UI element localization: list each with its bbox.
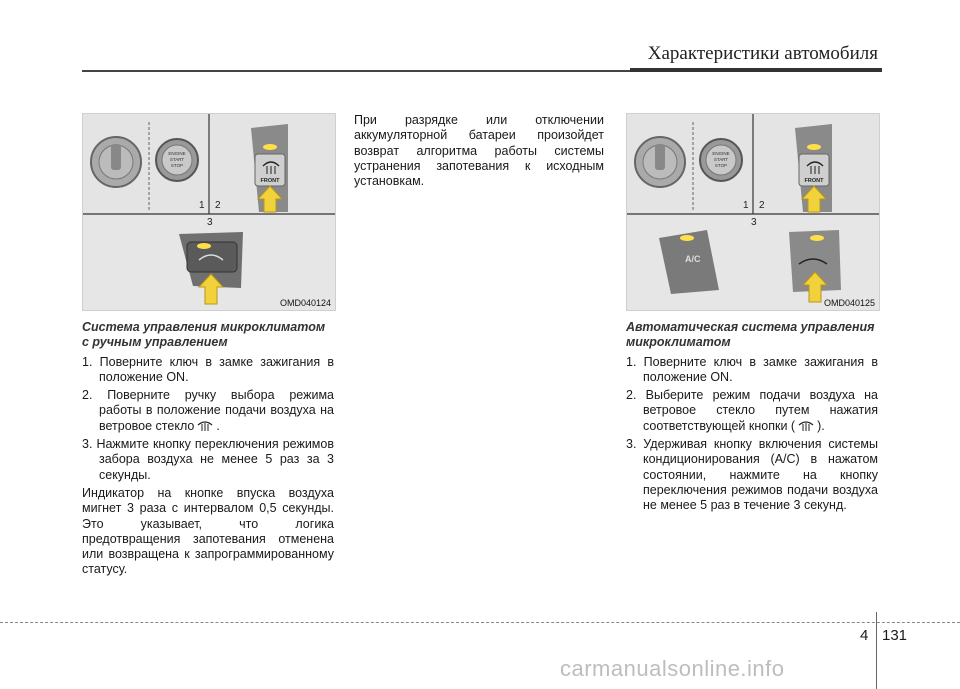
button-text-3: STOP: [171, 163, 183, 168]
battery-note-paragraph: При разрядке или отключении аккумуляторн…: [354, 113, 604, 189]
header-rule-accent: [630, 68, 882, 72]
button-text-3: STOP: [715, 163, 727, 168]
section-heading: Система управления микроклиматом с ручны…: [82, 320, 326, 350]
step-2-suffix: .: [216, 418, 220, 433]
step-3: 3. Удерживая кнопку включения системы ко…: [626, 437, 878, 513]
section-heading: Автоматическая система управления микрок…: [626, 320, 875, 350]
page-header-title: Характеристики автомобиля: [647, 43, 878, 64]
step-2-suffix: ).: [817, 418, 825, 433]
indicator-glow-icon: [263, 144, 277, 150]
figure-code: OMD040125: [823, 298, 875, 308]
label-2: 2: [759, 200, 765, 211]
arrow-up-icon-2: [801, 271, 829, 303]
footer-divider: [876, 612, 877, 689]
step-1: 1. Поверните ключ в замке зажигания в по…: [626, 354, 878, 384]
header-rule: [82, 70, 882, 72]
label-1: 1: [743, 200, 749, 211]
footer-rule: [0, 622, 960, 623]
ac-button-icon: [659, 230, 719, 294]
label-2: 2: [215, 200, 221, 211]
button-text-1: ENGINE: [168, 151, 185, 156]
button-text-2: START: [714, 157, 729, 162]
label-3: 3: [751, 217, 757, 228]
arrow-up-icon-2: [197, 273, 225, 305]
indicator-glow-icon-2: [680, 235, 694, 241]
recirculation-button-icon: [186, 241, 238, 273]
step-1: 1. Поверните ключ в замке зажигания в по…: [82, 354, 334, 384]
step-2: 2. Поверните ручку выбора режима работы …: [82, 388, 334, 434]
indicator-glow-icon: [807, 144, 821, 150]
battery-note-section: При разрядке или отключении аккумуляторн…: [354, 113, 604, 189]
step-3: 3. Нажмите кнопку переключения режимов з…: [82, 437, 334, 482]
figure-auto-climate: ENGINE START STOP FRONT 1 2 3 A/C OMD040…: [626, 113, 880, 311]
arrow-up-icon: [256, 185, 284, 213]
arrow-up-icon: [800, 185, 828, 213]
button-text-1: ENGINE: [712, 151, 729, 156]
watermark: carmanualsonline.info: [560, 656, 785, 681]
step-2: 2. Выберите режим подачи воздуха на ветр…: [626, 388, 878, 434]
button-text-2: START: [170, 157, 185, 162]
recirculation-button-icon: [789, 230, 841, 292]
step-2-text: 2. Выберите режим подачи воздуха на ветр…: [626, 388, 878, 433]
windshield-defrost-icon: [798, 421, 814, 431]
front-label: FRONT: [805, 178, 825, 184]
front-label: FRONT: [261, 178, 281, 184]
ac-label: A/C: [685, 254, 701, 264]
auto-climate-illustration: ENGINE START STOP FRONT 1 2 3 A/C: [627, 114, 879, 303]
label-1: 1: [199, 200, 205, 211]
figure-manual-climate: ENGINE START STOP FRONT 1 2 3 OMD040124: [82, 113, 336, 311]
windshield-defrost-icon: [197, 421, 213, 431]
auto-climate-section: Автоматическая система управления микрок…: [626, 320, 878, 517]
page-number: 131: [882, 627, 908, 644]
step-2-text: 2. Поверните ручку выбора режима работы …: [82, 388, 334, 433]
manual-climate-section: Система управления микроклиматом с ручны…: [82, 320, 334, 578]
label-3: 3: [207, 217, 213, 228]
figure-code: OMD040124: [279, 298, 331, 308]
indicator-glow-icon-3: [810, 235, 824, 241]
chapter-number: 4: [860, 627, 869, 644]
indicator-glow-icon-2: [197, 243, 211, 249]
info-paragraph: Индикатор на кнопке впуска воздуха мигне…: [82, 485, 334, 577]
manual-climate-illustration: ENGINE START STOP FRONT 1 2 3: [83, 114, 335, 305]
